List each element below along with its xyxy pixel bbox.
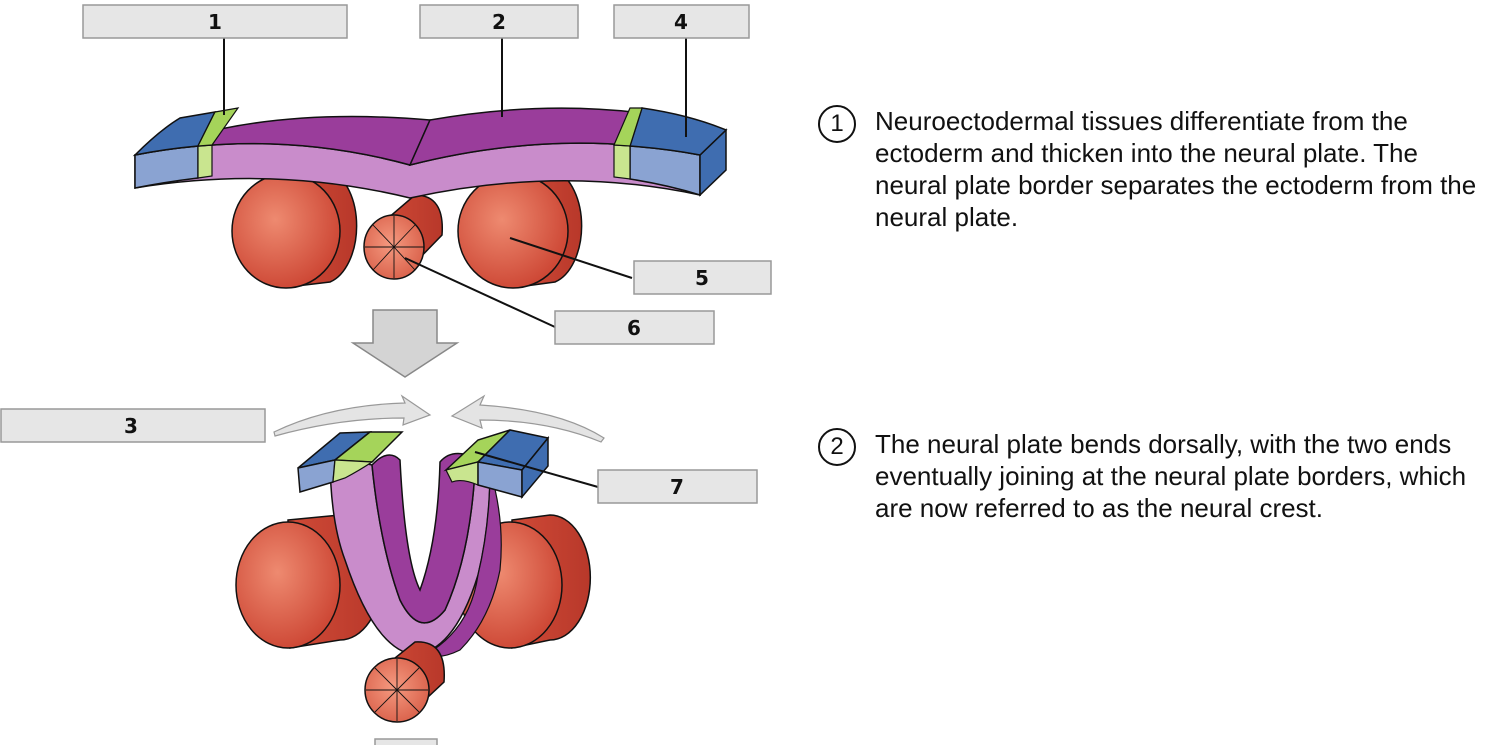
label-text-6: 6 bbox=[627, 316, 641, 340]
label-box-partial[interactable] bbox=[374, 738, 438, 745]
border-right-top bbox=[613, 107, 643, 147]
notochord-bottom bbox=[364, 641, 445, 723]
label-text-4: 4 bbox=[674, 10, 688, 34]
step-2-number: 2 bbox=[818, 428, 856, 466]
label-text-7: 7 bbox=[670, 475, 684, 499]
border-right-front bbox=[613, 144, 631, 180]
step-2: 2 The neural plate bends dorsally, with … bbox=[818, 428, 1488, 524]
step-2-text: The neural plate bends dorsally, with th… bbox=[875, 429, 1467, 523]
stage-1-neural-plate: 1 2 4 5 6 bbox=[82, 4, 772, 345]
step-1-text: Neuroectodermal tissues differentiate fr… bbox=[875, 106, 1477, 232]
border-left-bottom-front bbox=[332, 459, 374, 483]
stage-2-neural-fold: 3 7 bbox=[0, 394, 758, 745]
somite-right-top bbox=[457, 169, 583, 289]
border-left-top bbox=[196, 107, 240, 147]
somite-left-top bbox=[231, 169, 358, 289]
neural-fold-inner bbox=[371, 452, 476, 624]
label-text-3: 3 bbox=[124, 414, 138, 438]
fold-arrow-left-icon bbox=[273, 394, 432, 437]
down-arrow-icon bbox=[350, 309, 460, 378]
fold-arrow-right-icon bbox=[450, 394, 605, 443]
ectoderm-right-top bbox=[629, 107, 728, 156]
label-box-7[interactable]: 7 bbox=[597, 469, 758, 504]
label-box-5[interactable]: 5 bbox=[633, 260, 772, 295]
step-1-number: 1 bbox=[818, 105, 856, 143]
label-box-4[interactable]: 4 bbox=[613, 4, 750, 39]
label-text-2: 2 bbox=[492, 10, 506, 34]
label-box-1[interactable]: 1 bbox=[82, 4, 348, 39]
ectoderm-right-bottom-end bbox=[521, 435, 549, 500]
notochord-top bbox=[363, 194, 443, 280]
border-left-front bbox=[197, 144, 213, 179]
label-text-5: 5 bbox=[695, 266, 709, 290]
label-text-1: 1 bbox=[208, 10, 222, 34]
step-1: 1 Neuroectodermal tissues differentiate … bbox=[818, 105, 1488, 233]
label-box-2[interactable]: 2 bbox=[419, 4, 579, 39]
label-box-3[interactable]: 3 bbox=[0, 408, 266, 443]
label-box-6[interactable]: 6 bbox=[554, 310, 715, 345]
